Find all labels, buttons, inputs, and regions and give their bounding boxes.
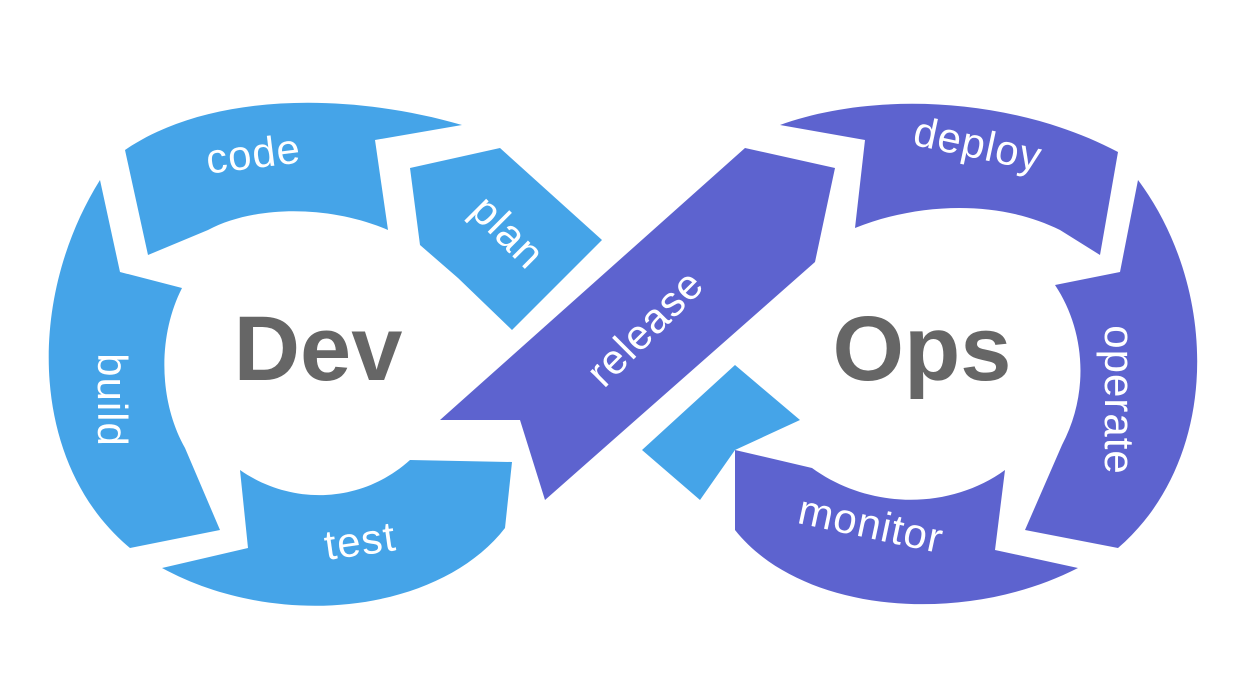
code-segment <box>125 102 462 255</box>
test-label: test <box>321 512 399 569</box>
ops-center-title: Ops <box>833 298 1012 400</box>
code-label: code <box>203 124 303 182</box>
dev-loop <box>48 102 602 606</box>
test-segment <box>162 460 512 606</box>
operate-label: operate <box>1096 325 1143 474</box>
monitor-return-arrow <box>642 365 800 500</box>
monitor-segment <box>735 450 1078 605</box>
ops-loop <box>440 103 1198 605</box>
plan-segment <box>410 148 602 330</box>
operate-segment <box>1025 180 1198 548</box>
build-label: build <box>89 353 136 447</box>
dev-center-title: Dev <box>234 298 403 400</box>
release-segment <box>440 148 835 500</box>
build-segment <box>48 180 221 548</box>
deploy-segment <box>780 103 1118 255</box>
